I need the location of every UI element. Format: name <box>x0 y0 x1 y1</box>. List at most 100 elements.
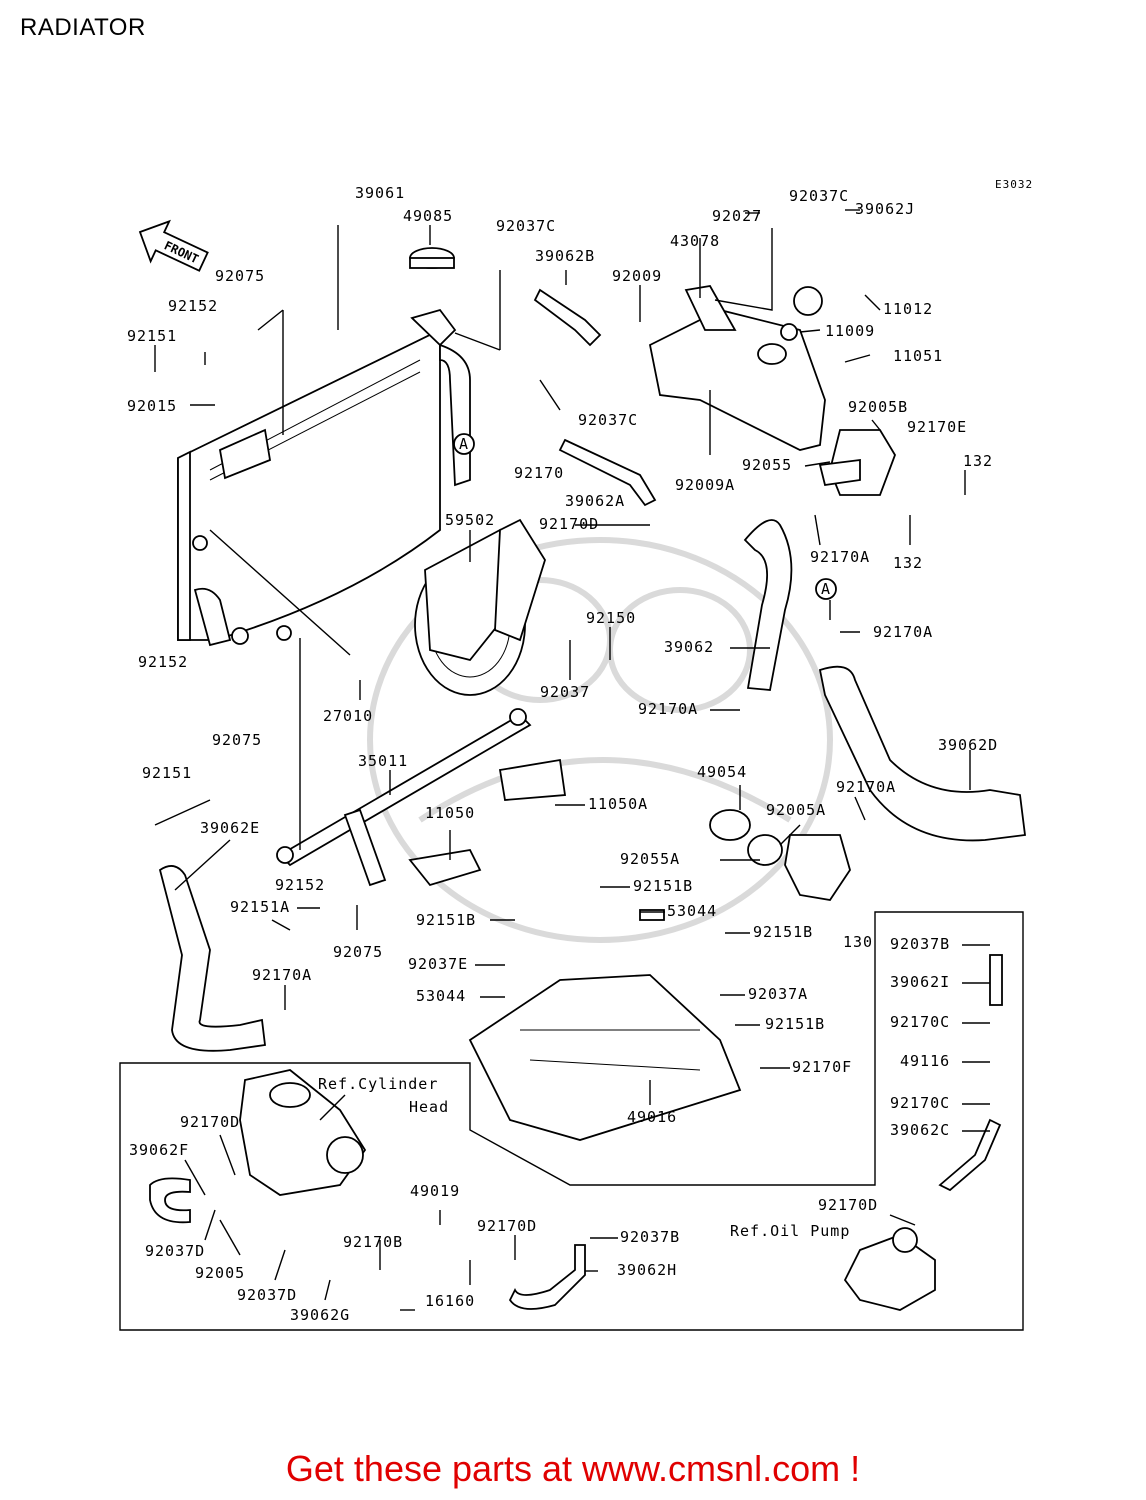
part-label: 92005 <box>195 1264 245 1282</box>
part-label: 92170A <box>638 700 698 718</box>
part-label: 39062I <box>890 973 950 991</box>
footer-promo-text[interactable]: Get these parts at www.cmsnl.com ! <box>285 1448 861 1489</box>
part-label: 39062F <box>129 1141 189 1159</box>
part-label: 92170A <box>252 966 312 984</box>
part-label: 92151B <box>416 911 476 929</box>
part-label: 49054 <box>697 763 747 781</box>
part-label: 92037C <box>789 187 849 205</box>
page-title: RADIATOR <box>20 14 146 41</box>
part-labels: 39061 49085 92075 92152 92151 92015 9203… <box>127 184 998 1324</box>
part-label: 92037B <box>620 1228 680 1246</box>
part-label: 92151 <box>127 327 177 345</box>
part-label: 92037C <box>578 411 638 429</box>
cooling-fan <box>414 518 546 696</box>
part-label: 39062B <box>535 247 595 265</box>
part-label: 92170C <box>890 1013 950 1031</box>
part-label: 92037D <box>145 1242 205 1260</box>
ref-oil-pump: Ref.Oil Pump <box>730 1222 850 1240</box>
part-label: 39062J <box>855 200 915 218</box>
part-label: 16160 <box>425 1292 475 1310</box>
ref-cylinder-head-line2: Head <box>409 1098 449 1116</box>
oil-pump-ref <box>843 1227 936 1311</box>
part-label: 92015 <box>127 397 177 415</box>
part-label: 92037D <box>237 1286 297 1304</box>
part-label: 92151B <box>633 877 693 895</box>
part-label: 49019 <box>410 1182 460 1200</box>
part-label: 92037E <box>408 955 468 973</box>
part-label: 92170D <box>180 1113 240 1131</box>
part-label: 92170B <box>343 1233 403 1251</box>
a-marker-2-label: A <box>821 580 831 598</box>
inset-box <box>119 911 1024 1331</box>
part-label: 53044 <box>667 902 717 920</box>
part-label: 92055A <box>620 850 680 868</box>
reserve-tank <box>648 285 826 451</box>
reference-labels: Ref.Cylinder Head Ref.Oil Pump <box>318 1075 850 1240</box>
mounting-bracket <box>276 708 567 887</box>
leader-lines <box>154 209 990 1311</box>
part-label: 92170D <box>477 1217 537 1235</box>
part-label: 92151 <box>142 764 192 782</box>
part-label: 92152 <box>138 653 188 671</box>
part-label: 11012 <box>883 300 933 318</box>
radiator-cap <box>409 247 455 269</box>
part-label: 39062G <box>290 1306 350 1324</box>
part-label: 59502 <box>445 511 495 529</box>
part-label: 92005A <box>766 801 826 819</box>
part-label: 11050 <box>425 804 475 822</box>
part-label: 92170A <box>836 778 896 796</box>
part-label: 11050A <box>588 795 648 813</box>
part-label: 92152 <box>168 297 218 315</box>
a-marker-2: A <box>815 578 837 600</box>
part-label: 49085 <box>403 207 453 225</box>
part-label: 92151B <box>753 923 813 941</box>
thermostat-housing <box>709 429 896 901</box>
part-label: 92005B <box>848 398 908 416</box>
part-label: 92037B <box>890 935 950 953</box>
radiator-core <box>177 308 471 647</box>
part-label: 92037 <box>540 683 590 701</box>
part-label: 92037A <box>748 985 808 1003</box>
part-label: 11051 <box>893 347 943 365</box>
part-label: 132 <box>893 554 923 572</box>
part-label: 35011 <box>358 752 408 770</box>
part-label: 92170F <box>792 1058 852 1076</box>
part-label: 39062 <box>664 638 714 656</box>
part-label: 92009 <box>612 267 662 285</box>
part-label: 92075 <box>215 267 265 285</box>
cylinder-head-ref <box>239 1069 367 1196</box>
part-label: 11009 <box>825 322 875 340</box>
part-label: 92075 <box>212 731 262 749</box>
hoses <box>149 288 1027 1310</box>
part-label: 92009A <box>675 476 735 494</box>
part-label: 39062C <box>890 1121 950 1139</box>
part-label: 39062E <box>200 819 260 837</box>
front-arrow-icon: FRONT <box>138 219 209 272</box>
part-label: 39062D <box>938 736 998 754</box>
ref-cylinder-head-line1: Ref.Cylinder <box>318 1075 438 1093</box>
part-label: 92151A <box>230 898 290 916</box>
part-label: 92170A <box>873 623 933 641</box>
diagram-code: E3032 <box>995 178 1034 191</box>
part-label: 43078 <box>670 232 720 250</box>
part-label: 39062H <box>617 1261 677 1279</box>
part-label: 92170A <box>810 548 870 566</box>
part-label: 49016 <box>627 1108 677 1126</box>
a-marker-1: A <box>453 433 475 455</box>
part-label: 92150 <box>586 609 636 627</box>
part-label: 92037C <box>496 217 556 235</box>
part-label: 49116 <box>900 1052 950 1070</box>
part-label: 39062A <box>565 492 625 510</box>
part-label: 92170E <box>907 418 967 436</box>
part-label: 92152 <box>275 876 325 894</box>
part-label: 92170D <box>539 515 599 533</box>
part-label: 92170 <box>514 464 564 482</box>
part-label: 92055 <box>742 456 792 474</box>
part-label: 92170C <box>890 1094 950 1112</box>
part-label: 39061 <box>355 184 405 202</box>
a-marker-1-label: A <box>459 435 469 453</box>
shroud-plate <box>468 909 742 1141</box>
part-label: 92170D <box>818 1196 878 1214</box>
part-label: 27010 <box>323 707 373 725</box>
